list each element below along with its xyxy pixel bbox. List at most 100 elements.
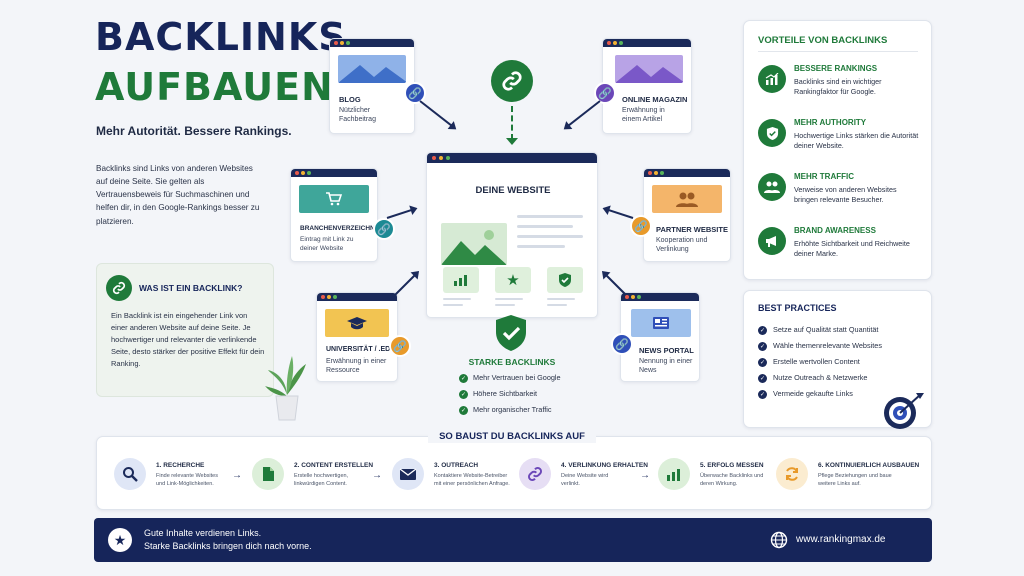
graduation-thumbnail — [325, 309, 389, 337]
magazin-thumbnail — [615, 55, 683, 83]
footer-line1: Gute Inhalte verdienen Links. — [144, 528, 262, 538]
best-item: ✓Vermeide gekaufte Links — [758, 389, 853, 399]
vorteil-title: BESSERE RANKINGS — [794, 64, 878, 73]
link-icon: 🔗 — [630, 215, 652, 237]
shield-check-icon — [559, 273, 571, 287]
shield-check-icon — [758, 119, 786, 147]
link-icon — [519, 458, 551, 490]
vorteil-text: Verweise von anderen Websites bringen re… — [794, 185, 897, 205]
what-is-backlink-box: WAS IST EIN BACKLINK? Ein Backlink ist e… — [96, 263, 274, 397]
arrow-news — [602, 271, 627, 296]
steps-title: SO BAUST DU BACKLINKS AUF — [439, 431, 585, 442]
best-list: ✓Setze auf Qualität statt Quantität ✓Wäh… — [758, 325, 928, 405]
site-name: BLOG — [339, 95, 361, 104]
target-icon — [882, 391, 926, 436]
site-desc: Nennung in einer News — [639, 358, 693, 375]
site-desc: Erwähnung in einem Artikel — [622, 107, 665, 124]
step-arrow: → — [372, 470, 382, 481]
footer-line2: Starke Backlinks bringen dich nach vorne… — [144, 541, 312, 551]
people-icon — [676, 192, 698, 207]
link-icon — [106, 275, 132, 301]
check-icon: ✓ — [459, 389, 468, 399]
vorteil-title: BRAND AWARENESS — [794, 226, 876, 235]
deine-website-window: DEINE WEBSITE ★ — [426, 152, 598, 318]
refresh-icon — [776, 458, 808, 490]
best-title: BEST PRACTICES — [758, 303, 837, 313]
best-item: ✓Erstelle wertvollen Content — [758, 357, 860, 367]
site-name: UNIVERSITÄT / .EDU — [326, 346, 396, 353]
site-name: PARTNER WEBSITE — [656, 225, 728, 234]
site-desc: Kooperation und Verlinkung — [656, 237, 708, 254]
step-title: 5. ERFOLG MESSEN — [700, 462, 764, 469]
site-name: NEWS PORTAL — [639, 346, 694, 355]
step-title: 6. KONTINUIERLICH AUSBAUEN — [818, 462, 920, 469]
cart-icon — [326, 192, 342, 206]
link-icon: 🔗 — [611, 333, 633, 355]
step-text: Überwache Backlinks und deren Wirkung. — [700, 473, 764, 487]
dashed-connector — [511, 106, 513, 140]
benefit-item: ✓Höhere Sichtbarkeit — [459, 389, 538, 399]
what-title: WAS IST EIN BACKLINK? — [139, 283, 243, 293]
check-icon: ✓ — [758, 357, 767, 367]
site-desc: Erwähnung in einer Ressource — [326, 358, 387, 375]
site-name: ONLINE MAGAZIN — [622, 95, 688, 104]
step-title: 2. CONTENT ERSTELLEN — [294, 462, 374, 469]
benefit-item: ✓Mehr organischer Traffic — [459, 405, 552, 415]
site-card-blog: BLOG Nützlicher Fachbeitrag 🔗 — [329, 38, 426, 134]
step-title: 1. RECHERCHE — [156, 462, 205, 469]
step-arrow: → — [640, 470, 650, 481]
megaphone-icon — [758, 227, 786, 255]
mail-icon — [392, 458, 424, 490]
vorteile-panel: VORTEILE VON BACKLINKS BESSERE RANKINGS … — [743, 20, 932, 280]
search-icon — [114, 458, 146, 490]
site-name: BRANCHENVERZEICHNIS — [300, 225, 381, 232]
benefit-item: ✓Mehr Vertrauen bei Google — [459, 373, 561, 383]
vorteil-text: Backlinks sind ein wichtiger Rankingfakt… — [794, 77, 882, 97]
star-tile: ★ — [495, 267, 531, 293]
chart-up-icon — [758, 65, 786, 93]
step-text: Pflege Beziehungen und baue weitere Link… — [818, 473, 892, 487]
step-text: Kontaktiere Website-Betreiber mit einer … — [434, 473, 510, 487]
link-icon: 🔗 — [594, 82, 616, 104]
site-desc: Eintrag mit Link zu deiner Website — [300, 236, 354, 252]
strong-backlinks-title: STARKE BACKLINKS — [468, 357, 556, 367]
title-line2: AUFBAUEN — [95, 65, 334, 109]
plant-illustration — [262, 350, 312, 422]
dashed-arrowhead — [506, 138, 518, 145]
step-arrow: → — [232, 470, 242, 481]
document-icon — [252, 458, 284, 490]
step-text: Deine Website wird verlinkt. — [561, 473, 609, 487]
footer-bar: ★ Gute Inhalte verdienen Links. Starke B… — [94, 518, 932, 562]
vorteil-title: MEHR AUTHORITY — [794, 118, 867, 127]
link-icon: 🔗 — [373, 218, 395, 240]
subtitle: Mehr Autorität. Bessere Rankings. — [96, 124, 292, 138]
what-text: Ein Backlink ist ein eingehender Link vo… — [111, 311, 265, 368]
best-item: ✓Nutze Outreach & Netzwerke — [758, 373, 868, 383]
chart-up-icon — [658, 458, 690, 490]
check-icon: ✓ — [758, 325, 767, 335]
vorteil-title: MEHR TRAFFIC — [794, 172, 854, 181]
intro-text: Backlinks sind Links von anderen Website… — [96, 164, 260, 226]
graduation-cap-icon — [347, 317, 367, 330]
step-text: Finde relevante Websites und Link-Möglic… — [156, 473, 218, 487]
step-title: 4. VERLINKUNG ERHALTEN — [561, 462, 648, 469]
check-icon: ✓ — [758, 341, 767, 351]
partner-thumbnail — [652, 185, 722, 213]
link-icon: 🔗 — [404, 82, 426, 104]
blog-thumbnail — [338, 55, 406, 83]
vorteile-title: VORTEILE VON BACKLINKS — [758, 35, 888, 46]
site-card-branchenverzeichnis: BRANCHENVERZEICHNIS Eintrag mit Link zu … — [290, 168, 395, 262]
check-icon: ✓ — [758, 389, 767, 399]
star-icon: ★ — [506, 272, 520, 289]
arrow-branchen — [386, 207, 416, 219]
deine-website-title: DEINE WEBSITE — [475, 185, 551, 196]
site-card-universitaet: UNIVERSITÄT / .EDU Erwähnung in einer Re… — [316, 292, 411, 382]
footer-url[interactable]: www.rankingmax.de — [796, 534, 886, 545]
step-text: Erstelle hochwertigen, linkwürdigen Cont… — [294, 473, 349, 487]
best-item: ✓Setze auf Qualität statt Quantität — [758, 325, 879, 335]
arrow-uni — [394, 271, 419, 296]
newspaper-icon — [653, 317, 669, 329]
check-icon: ✓ — [758, 373, 767, 383]
globe-icon — [770, 531, 788, 554]
site-card-partner: PARTNER WEBSITE Kooperation und Verlinku… — [630, 168, 731, 262]
